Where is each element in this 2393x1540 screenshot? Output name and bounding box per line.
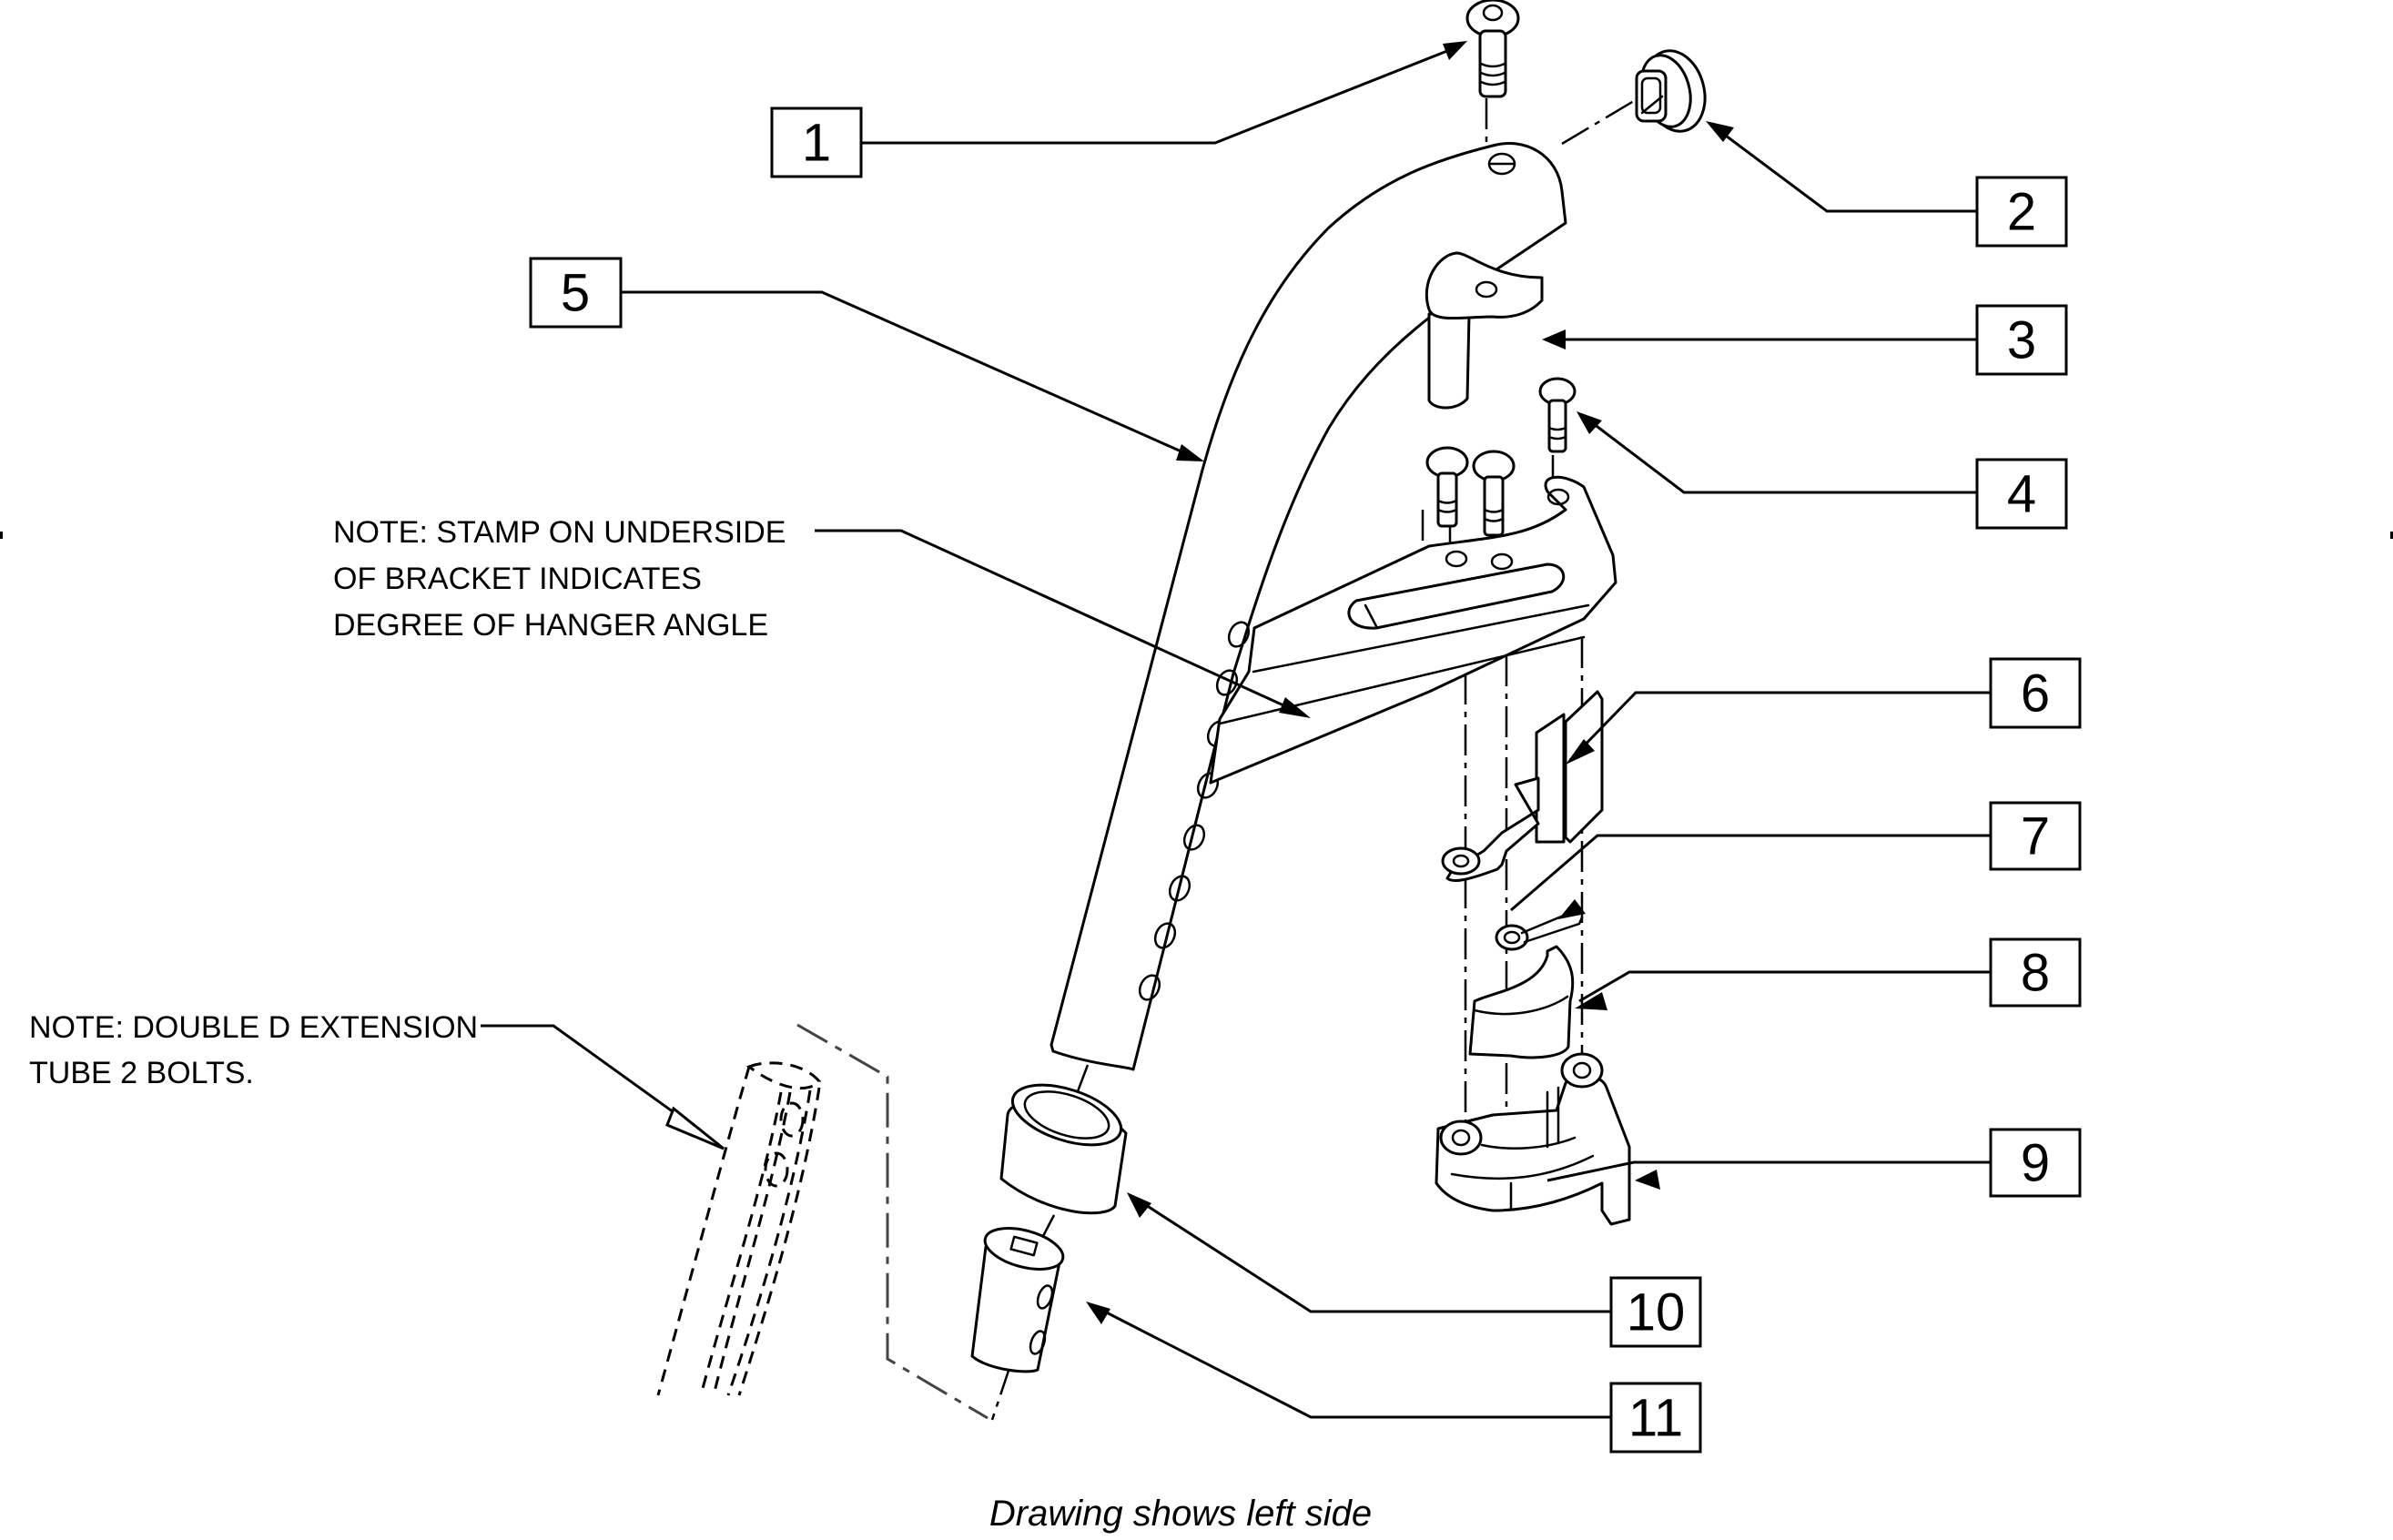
callout-balloon-9: 9 <box>1989 1128 2082 1198</box>
callout-label-1: 1 <box>802 114 831 173</box>
double-d-note-line-2: TUBE 2 BOLTS. <box>29 1056 254 1090</box>
double-d-note: NOTE: DOUBLE D EXTENSION TUBE 2 BOLTS. <box>29 1010 478 1090</box>
extension-plug <box>970 1227 1065 1373</box>
callout-balloon-4: 4 <box>1975 458 2068 530</box>
callout-balloon-3: 3 <box>1975 304 2068 376</box>
callout-label-2: 2 <box>2007 183 2036 242</box>
callout-balloon-10: 10 <box>1609 1276 1702 1348</box>
release-lever-pad <box>1441 690 1604 882</box>
callout-label-8: 8 <box>2021 944 2050 1003</box>
callout-balloon-7: 7 <box>1989 801 2082 871</box>
latch-housing <box>1435 1052 1631 1226</box>
callout-label-9: 9 <box>2021 1134 2050 1193</box>
latch-cam <box>1468 945 1575 1059</box>
callout-balloon-8: 8 <box>1989 937 2082 1008</box>
button-head-screws-bracket <box>1425 377 1577 537</box>
torsion-spring <box>1495 913 1584 951</box>
stamp-note-line-2: OF BRACKET INDICATES <box>333 562 702 596</box>
callout-balloon-1: 1 <box>770 106 863 178</box>
callout-balloon-5: 5 <box>529 257 623 329</box>
hanger-tube <box>1049 141 1567 1071</box>
pivot-insert <box>1425 251 1544 410</box>
stamp-note: NOTE: STAMP ON UNDERSIDE OF BRACKET INDI… <box>333 515 786 643</box>
callout-balloon-6: 6 <box>1989 657 2082 729</box>
stamp-note-line-3: DEGREE OF HANGER ANGLE <box>333 608 768 643</box>
callout-label-6: 6 <box>2021 664 2050 724</box>
stamp-note-line-1: NOTE: STAMP ON UNDERSIDE <box>333 515 786 550</box>
hanger-bracket <box>1209 475 1617 785</box>
tube-sleeve <box>999 1083 1128 1215</box>
callout-label-5: 5 <box>561 264 590 323</box>
callout-balloon-2: 2 <box>1975 176 2068 248</box>
double-d-note-line-1: NOTE: DOUBLE D EXTENSION <box>29 1010 478 1045</box>
callout-label-4: 4 <box>2007 465 2036 524</box>
double-d-extension-tube-phantom <box>656 1023 989 1420</box>
leader-lines <box>481 41 1991 1419</box>
right-edge-mark <box>2390 532 2393 539</box>
callout-label-3: 3 <box>2007 311 2036 370</box>
tube-end-cap <box>1635 49 1707 133</box>
drawing-caption: Drawing shows left side <box>989 1494 1372 1534</box>
left-edge-mark <box>0 532 3 539</box>
callout-label-11: 11 <box>1628 1389 1683 1448</box>
callout-balloon-11: 11 <box>1609 1382 1702 1454</box>
callout-label-7: 7 <box>2021 807 2050 866</box>
button-head-screw-top <box>1465 0 1520 98</box>
callout-label-10: 10 <box>1627 1283 1686 1342</box>
